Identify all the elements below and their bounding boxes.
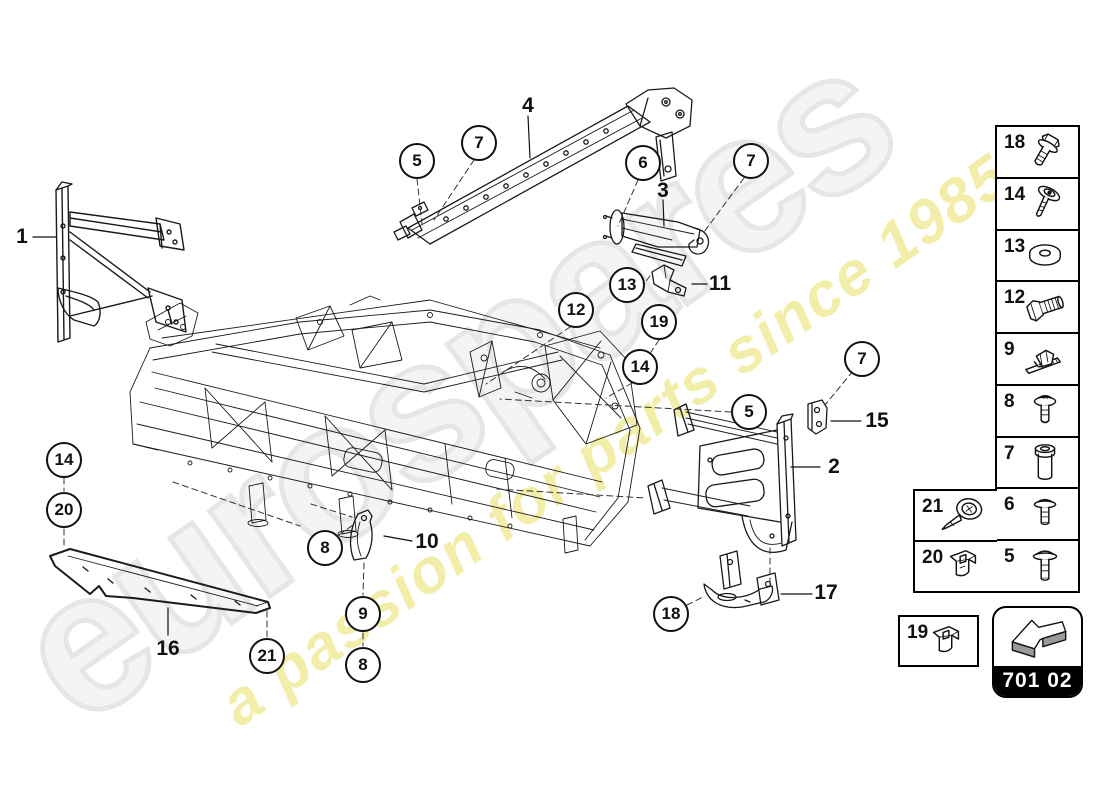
callout-label: 5 xyxy=(412,151,422,170)
label-10: 10 xyxy=(415,530,439,553)
part-10-bracket xyxy=(349,509,373,561)
part-4-crossmember xyxy=(393,87,693,245)
chassis-frame xyxy=(129,295,641,554)
legend-number: 19 xyxy=(907,622,929,643)
legend-item-6[interactable]: 6 xyxy=(997,487,1078,540)
callout-19[interactable]: 19 xyxy=(641,304,677,340)
legend-main-column: 18 14 13 12 xyxy=(995,125,1080,593)
callout-6[interactable]: 6 xyxy=(625,145,661,181)
legend-item-12[interactable]: 12 xyxy=(997,280,1078,333)
callout-14b[interactable]: 14 xyxy=(46,442,82,478)
legend-number: 7 xyxy=(1004,442,1015,464)
legend-item-21[interactable]: 21 xyxy=(915,491,997,540)
legend-item-8[interactable]: 8 xyxy=(997,383,1078,436)
label-3: 3 xyxy=(657,179,669,202)
part-11-clip xyxy=(651,264,687,297)
label-17: 17 xyxy=(814,581,838,604)
legend-item-20[interactable]: 20 xyxy=(915,540,997,591)
callout-label: 20 xyxy=(54,500,74,519)
callout-18[interactable]: 18 xyxy=(653,596,689,632)
callout-label: 7 xyxy=(857,349,867,368)
callout-label: 18 xyxy=(661,604,681,623)
direction-arrow-icon xyxy=(1011,619,1066,658)
part-17-bracket xyxy=(703,550,780,609)
legend-number: 9 xyxy=(1004,339,1015,361)
callout-20[interactable]: 20 xyxy=(46,492,82,528)
legend-item-19[interactable]: 19 xyxy=(900,617,977,665)
callout-label: 14 xyxy=(54,450,74,469)
button-head-screw-icon xyxy=(1032,550,1057,582)
button-head-screw-icon xyxy=(1033,499,1056,526)
callout-label: 13 xyxy=(617,275,637,294)
part-3-bracket xyxy=(602,209,710,267)
legend-side-column: 21 20 xyxy=(913,489,997,593)
spacer-sleeve-icon xyxy=(1034,443,1055,480)
legend-item-13[interactable]: 13 xyxy=(997,228,1078,281)
hex-bolt-icon xyxy=(1025,295,1064,322)
part-code-label: 701 02 xyxy=(994,666,1081,696)
label-2: 2 xyxy=(828,455,840,478)
torx-rivet-icon xyxy=(941,497,983,530)
part-15-clip xyxy=(807,399,828,435)
part-16-panel xyxy=(49,548,271,614)
part-code-art xyxy=(994,608,1081,666)
part-2-bracket xyxy=(647,403,797,553)
label-4: 4 xyxy=(522,94,534,117)
callout-8[interactable]: 8 xyxy=(307,530,343,566)
part-1-bracket xyxy=(55,181,187,343)
washer-head-screw-icon xyxy=(1035,185,1060,217)
legend-number: 6 xyxy=(1004,494,1015,516)
legend-number: 14 xyxy=(1004,183,1026,205)
callout-7b[interactable]: 7 xyxy=(733,143,769,179)
callout-9[interactable]: 9 xyxy=(345,596,381,632)
callout-label: 7 xyxy=(746,151,756,170)
legend-item-18[interactable]: 18 xyxy=(997,127,1078,177)
legend-number: 18 xyxy=(1004,132,1026,153)
legend-number: 12 xyxy=(1004,287,1026,309)
callout-5[interactable]: 5 xyxy=(399,143,435,179)
legend-item-5[interactable]: 5 xyxy=(997,539,1078,592)
legend-number: 8 xyxy=(1004,390,1015,412)
callout-label: 6 xyxy=(638,153,648,172)
legend-number: 13 xyxy=(1004,235,1026,257)
label-11: 11 xyxy=(708,272,732,295)
callout-label: 14 xyxy=(630,357,650,376)
label-16: 16 xyxy=(156,637,180,660)
legend-item-14[interactable]: 14 xyxy=(997,176,1078,229)
callout-21[interactable]: 21 xyxy=(249,638,285,674)
callout-label: 5 xyxy=(744,402,754,421)
legend-number: 20 xyxy=(922,547,944,568)
hex-flange-bolt-icon xyxy=(1033,133,1060,166)
callout-label: 9 xyxy=(358,604,368,623)
legend-item-9[interactable]: 9 xyxy=(997,332,1078,384)
flat-washer-icon xyxy=(1028,244,1061,267)
callout-12[interactable]: 12 xyxy=(558,292,594,328)
callout-8b[interactable]: 8 xyxy=(345,647,381,683)
callout-label: 19 xyxy=(649,312,669,331)
callout-label: 7 xyxy=(474,133,484,152)
part-code-box[interactable]: 701 02 xyxy=(992,606,1083,698)
clamp-clip-icon xyxy=(1024,349,1061,375)
legend-floating-box-19: 19 xyxy=(898,615,979,667)
callout-13[interactable]: 13 xyxy=(609,267,645,303)
legend-item-7[interactable]: 7 xyxy=(997,435,1078,488)
label-lines xyxy=(32,115,862,636)
callout-label: 8 xyxy=(358,655,368,674)
callout-label: 21 xyxy=(257,646,277,665)
label-1: 1 xyxy=(16,225,28,248)
spring-clip-icon xyxy=(932,625,959,653)
callout-14[interactable]: 14 xyxy=(622,349,658,385)
spring-clip-icon xyxy=(949,549,977,576)
legend-number: 5 xyxy=(1004,546,1015,568)
legend-number: 21 xyxy=(922,496,944,517)
dome-head-rivet-icon xyxy=(1033,394,1056,423)
callout-5b[interactable]: 5 xyxy=(731,394,767,430)
callout-7[interactable]: 7 xyxy=(461,125,497,161)
callout-label: 12 xyxy=(566,300,586,319)
callout-7c[interactable]: 7 xyxy=(844,341,880,377)
label-15: 15 xyxy=(865,409,889,432)
callout-label: 8 xyxy=(320,538,330,557)
